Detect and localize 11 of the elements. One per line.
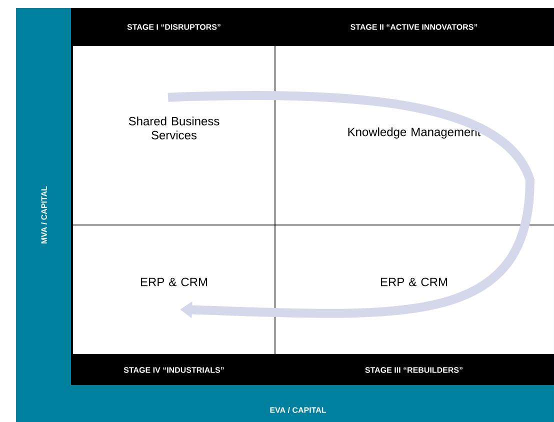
quadrant-text: ERP & CRM: [141, 278, 207, 286]
stage-heading: STAGE IV “INDUSTRIALS”: [124, 367, 224, 373]
stage-heading: STAGE I “DISRUPTORS”: [127, 24, 220, 30]
axis-label: MVA / CAPITAL: [41, 186, 47, 244]
quadrant-text: Shared Business Services: [128, 116, 220, 140]
axis-label: EVA / CAPITAL: [270, 407, 326, 413]
quadrant-text: ERP & CRM: [380, 278, 447, 286]
curved-arrow: [168, 91, 534, 318]
stage-heading: STAGE III “REBUILDERS”: [365, 367, 462, 373]
stage-heading: STAGE II “ACTIVE INNOVATORS”: [350, 24, 478, 30]
quadrant-text: Knowledge Management: [348, 127, 481, 139]
